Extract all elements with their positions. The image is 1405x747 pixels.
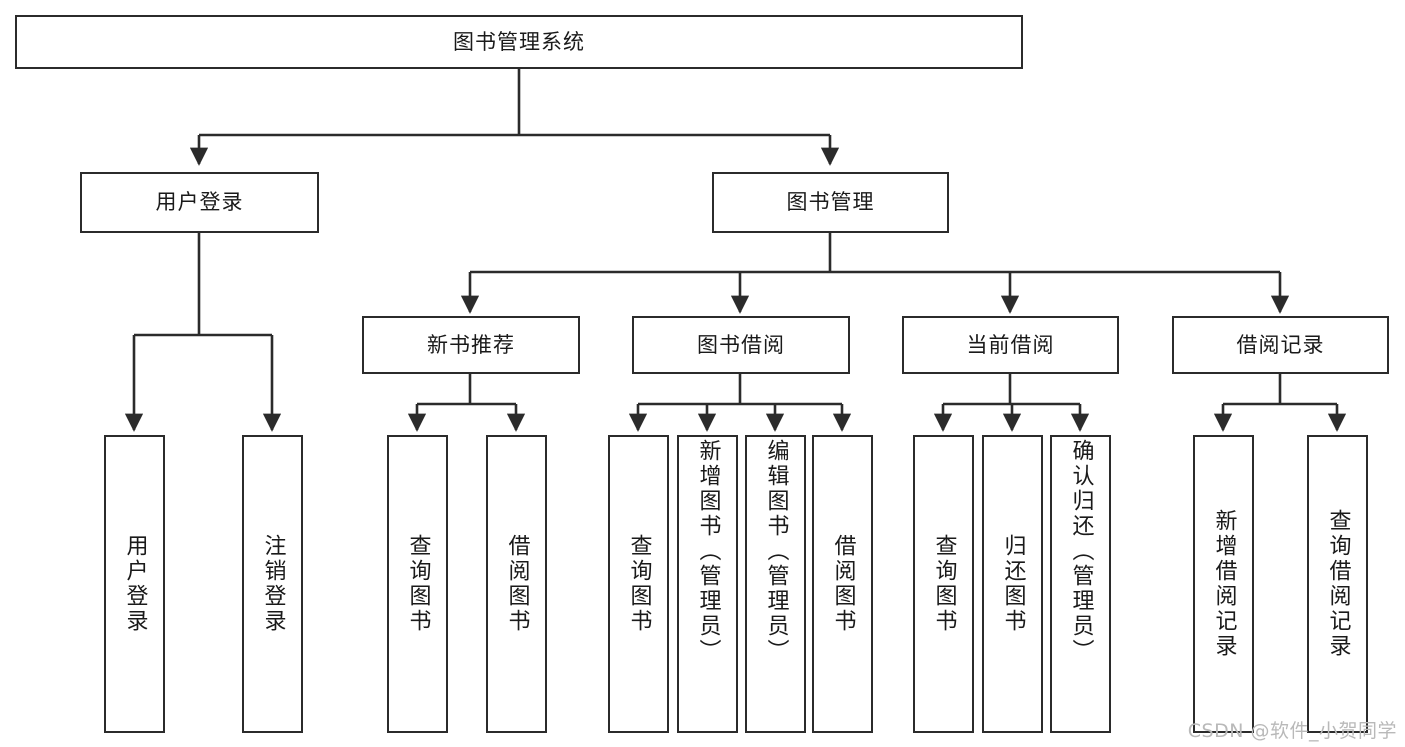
node-label: 借阅记录 [1236, 332, 1325, 357]
node-book-borrow[interactable]: 图书借阅 [632, 316, 850, 374]
leaf-borrow-book-recommend[interactable]: 借阅图书 [486, 435, 547, 733]
node-label: 当前借阅 [966, 332, 1055, 357]
node-label: 新增图书（管理员） [695, 439, 721, 664]
leaf-add-book-admin[interactable]: 新增图书（管理员） [677, 435, 738, 733]
leaf-query-book-borrow[interactable]: 查询图书 [608, 435, 669, 733]
node-borrow-record[interactable]: 借阅记录 [1172, 316, 1389, 374]
leaf-query-book-recommend[interactable]: 查询图书 [387, 435, 448, 733]
node-label: 借阅图书 [830, 534, 856, 634]
node-label: 图书借阅 [697, 332, 785, 357]
node-label: 用户登录 [155, 190, 244, 215]
node-label: 注销登录 [260, 534, 286, 634]
node-label: 用户登录 [122, 534, 148, 634]
leaf-edit-book-admin[interactable]: 编辑图书（管理员） [745, 435, 806, 733]
node-current-borrow[interactable]: 当前借阅 [902, 316, 1119, 374]
leaf-borrow-book[interactable]: 借阅图书 [812, 435, 873, 733]
node-user-login[interactable]: 用户登录 [80, 172, 319, 233]
leaf-user-login[interactable]: 用户登录 [104, 435, 165, 733]
leaf-confirm-return-admin[interactable]: 确认归还（管理员） [1050, 435, 1111, 733]
node-label: 查询图书 [405, 534, 431, 634]
node-label: 编辑图书（管理员） [763, 439, 789, 664]
node-label: 图书管理 [786, 190, 875, 215]
node-label: 查询图书 [931, 534, 957, 634]
leaf-return-book[interactable]: 归还图书 [982, 435, 1043, 733]
node-label: 借阅图书 [504, 534, 530, 634]
csdn-watermark: CSDN @软件_小贺同学 [1187, 720, 1397, 742]
leaf-query-borrow-record[interactable]: 查询借阅记录 [1307, 435, 1368, 733]
node-label: 图书管理系统 [453, 29, 585, 54]
leaf-logout[interactable]: 注销登录 [242, 435, 303, 733]
leaf-query-book-current[interactable]: 查询图书 [913, 435, 974, 733]
node-label: 归还图书 [1000, 534, 1026, 634]
leaf-add-borrow-record[interactable]: 新增借阅记录 [1193, 435, 1254, 733]
node-label: 查询借阅记录 [1325, 509, 1351, 659]
node-new-book-recommend[interactable]: 新书推荐 [362, 316, 580, 374]
node-root-system[interactable]: 图书管理系统 [15, 15, 1023, 69]
node-label: 新增借阅记录 [1211, 509, 1237, 659]
node-book-management[interactable]: 图书管理 [712, 172, 949, 233]
node-label: 新书推荐 [427, 332, 515, 357]
node-label: 确认归还（管理员） [1068, 439, 1094, 664]
node-label: 查询图书 [626, 534, 652, 634]
